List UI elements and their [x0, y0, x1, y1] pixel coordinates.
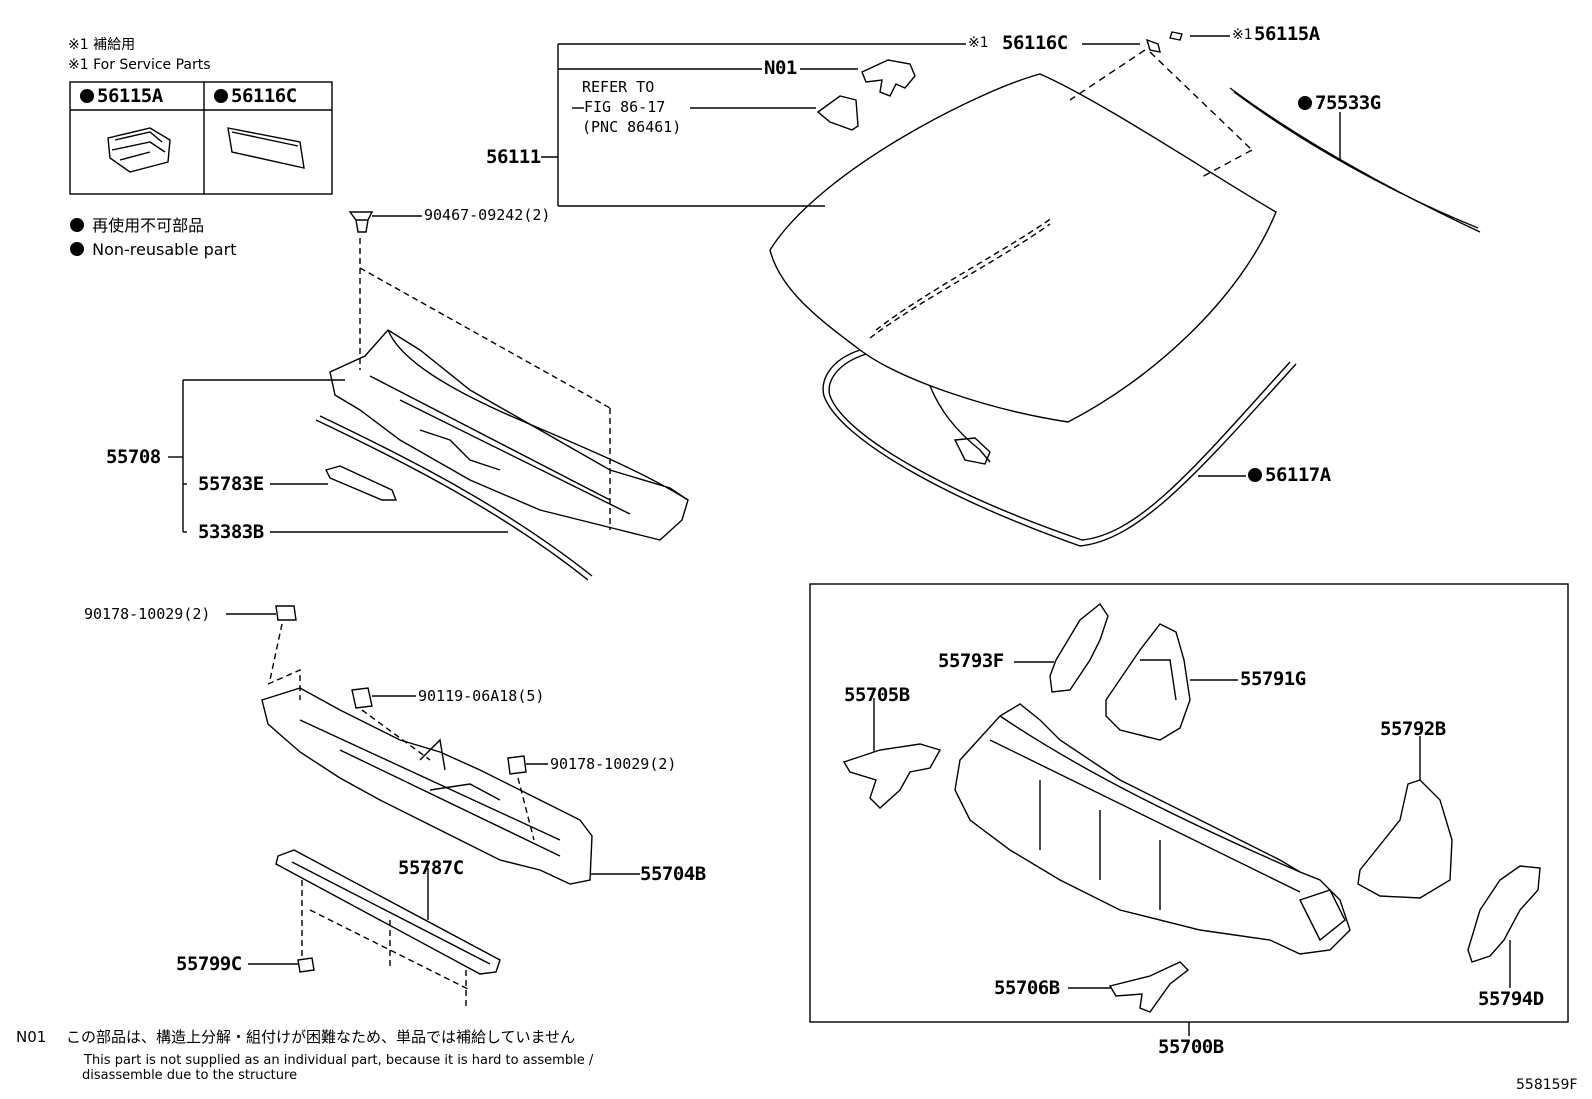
spacer-56116C-sketch — [227, 127, 305, 169]
label-55783E[interactable]: 55783E — [198, 473, 264, 495]
label-90178-10029-a[interactable]: 90178-10029(2) — [84, 605, 211, 623]
windshield-glass-56111 — [769, 73, 1277, 465]
non-reusable-dot-icon — [1248, 468, 1262, 482]
non-reusable-dot-icon — [214, 89, 228, 103]
refer-part-sketch — [816, 95, 859, 131]
legend-col-56116C: 56116C — [214, 87, 297, 106]
baffle-55787C — [248, 849, 501, 1010]
footnote-en-1: This part is not supplied as an individu… — [84, 1053, 594, 1068]
refer-line-2: FIG 86-17 — [584, 98, 666, 116]
non-reusable-dot-icon — [70, 242, 84, 256]
label-56111[interactable]: 56111 — [486, 146, 541, 168]
label-55708[interactable]: 55708 — [106, 446, 161, 468]
label-55706B[interactable]: 55706B — [994, 977, 1060, 999]
footnote-jp: この部品は、構造上分解・組付けが困難なため、単品では補給していません — [66, 1028, 576, 1046]
label-55792B[interactable]: 55792B — [1380, 718, 1446, 740]
legend-service-jp: ※1 補給用 — [68, 37, 136, 53]
refer-line-1: REFER TO — [582, 78, 655, 96]
label-55793F[interactable]: 55793F — [938, 650, 1004, 672]
bracket-55794D — [1467, 865, 1541, 988]
bracket-n01 — [861, 59, 916, 97]
label-55700B[interactable]: 55700B — [1158, 1036, 1224, 1058]
clip-90467 — [348, 211, 611, 530]
bracket-55793F — [1014, 602, 1109, 693]
label-56115A[interactable]: 56115A — [1254, 23, 1320, 45]
legend-service-en: ※1 For Service Parts — [68, 57, 211, 73]
leader-55708 — [168, 379, 508, 533]
non-reusable-dot-icon — [80, 89, 94, 103]
bracket-55705B — [842, 698, 942, 809]
legend-grid — [69, 81, 333, 195]
clip-56115A-sketch — [107, 127, 171, 173]
footnote-en-2: disassemble due to the structure — [82, 1068, 298, 1083]
bracket-55706B — [1068, 961, 1190, 1013]
leader-lines-top — [541, 35, 1230, 207]
service-mark-2: ※1 — [1232, 27, 1253, 43]
label-55791G[interactable]: 55791G — [1240, 668, 1306, 690]
label-55799C[interactable]: 55799C — [176, 953, 242, 975]
label-n01[interactable]: N01 — [764, 57, 797, 79]
label-90119-06A18[interactable]: 90119-06A18(5) — [418, 687, 545, 705]
bracket-55791G — [1105, 623, 1238, 741]
label-55704B[interactable]: 55704B — [640, 863, 706, 885]
legend-nonreuse-en: Non-reusable part — [70, 242, 236, 258]
non-reusable-dot-icon — [1298, 96, 1312, 110]
label-56117A[interactable]: 56117A — [1248, 466, 1331, 485]
clip-guide-dashes — [1069, 49, 1253, 179]
non-reusable-dot-icon — [70, 218, 84, 232]
legend-nonreuse-jp: 再使用不可部品 — [70, 218, 204, 234]
fasteners-middle — [226, 605, 548, 841]
subassembly-frame-55700B — [809, 583, 1569, 1036]
bracket-55792B — [1357, 736, 1453, 899]
refer-line-3: (PNC 86461) — [582, 118, 682, 136]
label-75533G[interactable]: 75533G — [1298, 94, 1381, 113]
footnote-code: N01 — [16, 1028, 47, 1046]
legend-col-56115A: 56115A — [80, 87, 163, 106]
label-55787C[interactable]: 55787C — [398, 857, 464, 879]
label-53383B[interactable]: 53383B — [198, 521, 264, 543]
cowl-bottom-55704B — [261, 687, 640, 885]
clip-55783E — [324, 465, 398, 501]
label-90467-09242[interactable]: 90467-09242(2) — [424, 206, 551, 224]
label-55705B[interactable]: 55705B — [844, 684, 910, 706]
figure-id: 558159F — [1516, 1077, 1578, 1093]
seal-53383B — [315, 415, 593, 581]
molding-75533G — [1229, 87, 1481, 233]
label-55794D[interactable]: 55794D — [1478, 988, 1544, 1010]
dam-56117A — [822, 349, 1297, 547]
label-90178-10029-b[interactable]: 90178-10029(2) — [550, 755, 677, 773]
cowl-panel-55708 — [329, 329, 689, 541]
dash-panel-55700 — [954, 703, 1351, 955]
service-mark-1: ※1 — [968, 35, 989, 51]
label-56116C[interactable]: 56116C — [1002, 32, 1068, 54]
clip-parts-top — [1145, 31, 1183, 53]
